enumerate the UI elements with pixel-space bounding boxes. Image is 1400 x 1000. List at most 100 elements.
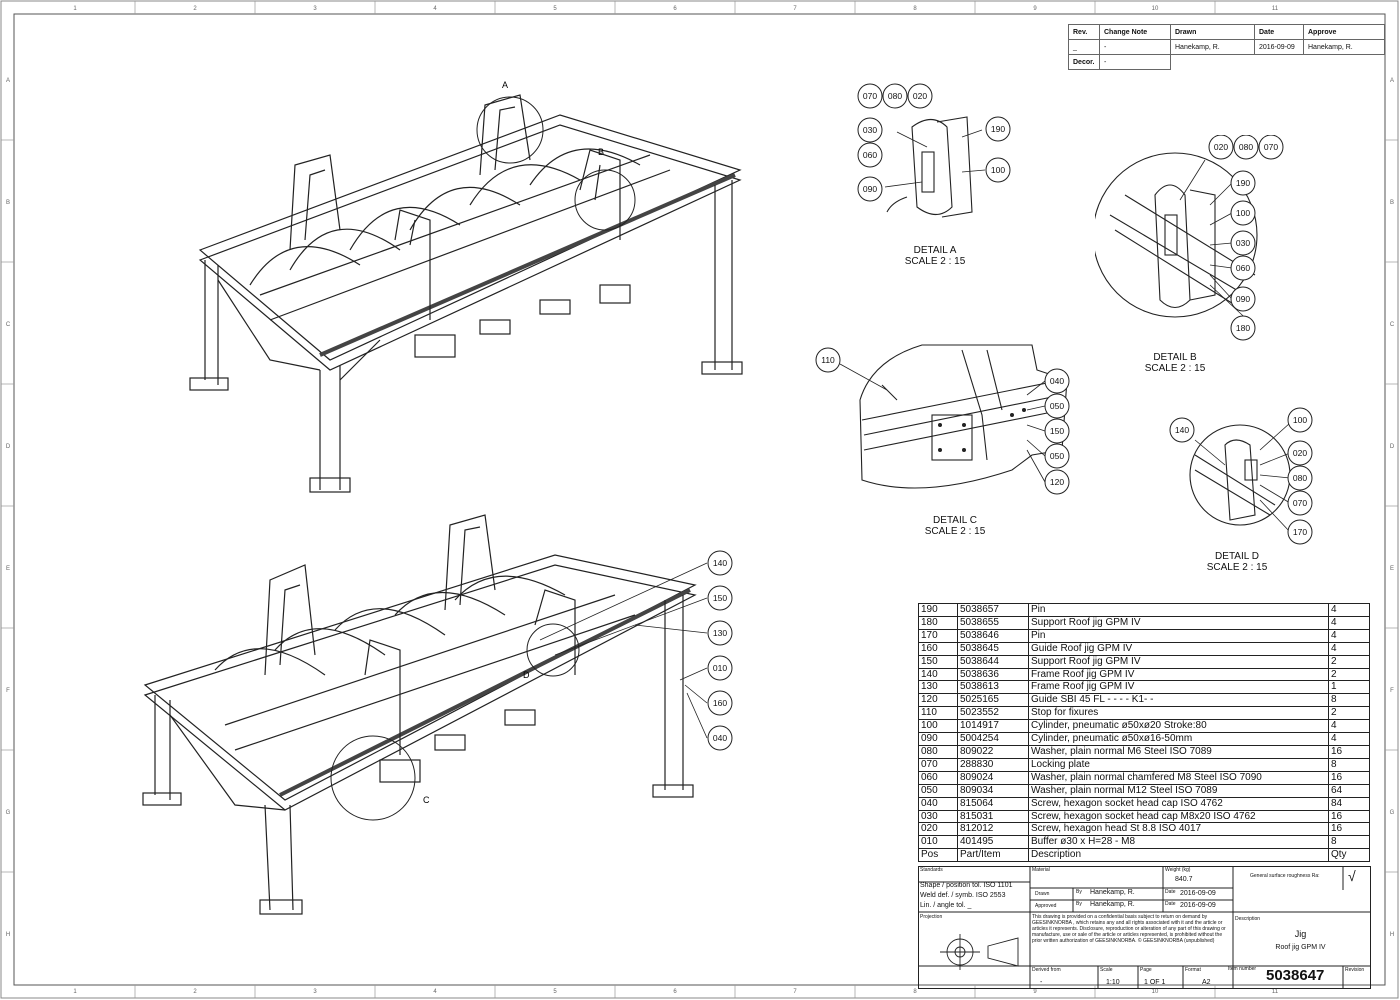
bom-cell: 1 bbox=[1328, 680, 1370, 695]
by-label: By bbox=[1076, 901, 1082, 907]
scale-value: 1:10 bbox=[1106, 979, 1120, 986]
col-label: 11 bbox=[1272, 6, 1279, 12]
decor-value: - bbox=[1099, 54, 1171, 70]
bom-cell: 64 bbox=[1328, 783, 1370, 798]
bom-cell: 809024 bbox=[957, 770, 1029, 785]
bom-cell: 8 bbox=[1328, 693, 1370, 708]
bom-cell: 16 bbox=[1328, 822, 1370, 837]
bom-cell: 815064 bbox=[957, 796, 1029, 811]
bom-cell: Washer, plain normal M6 Steel ISO 7089 bbox=[1028, 744, 1329, 759]
page-label: Page bbox=[1140, 967, 1152, 973]
item-number: 5038647 bbox=[1266, 967, 1325, 984]
col-label: 9 bbox=[1033, 6, 1037, 12]
bom-cell: Frame Roof jig GPM IV bbox=[1028, 667, 1329, 682]
row-label: C bbox=[6, 322, 11, 328]
detail-c-view: 110 040 050 150 050 120 bbox=[815, 344, 1070, 495]
weld-definition: Weld def. / symb. ISO 2553 bbox=[920, 892, 1006, 899]
bom-cell: 110 bbox=[918, 706, 958, 721]
bom-cell: 050 bbox=[918, 783, 958, 798]
detail-c-title: DETAIL C bbox=[933, 515, 977, 526]
bom-cell: Guide Roof jig GPM IV bbox=[1028, 641, 1329, 656]
detail-a-label: DETAIL A SCALE 2 : 15 bbox=[880, 245, 990, 267]
detail-d-view: 140 100 020 080 070 170 bbox=[1169, 407, 1313, 545]
bom-cell: Screw, hexagon socket head cap ISO 4762 bbox=[1028, 796, 1329, 811]
balloon: 010 bbox=[713, 663, 727, 673]
bom-cell: 4 bbox=[1328, 628, 1370, 643]
bom-cell: 16 bbox=[1328, 770, 1370, 785]
scale-label: Scale bbox=[1100, 967, 1113, 973]
col-label: 1 bbox=[73, 6, 77, 12]
row-label: E bbox=[6, 566, 10, 572]
col-label: 8 bbox=[913, 6, 917, 12]
bom-cell: 8 bbox=[1328, 757, 1370, 772]
row-label: E bbox=[1390, 566, 1394, 572]
derived-label: Derived from bbox=[1032, 967, 1061, 973]
rev-header: Date bbox=[1254, 24, 1304, 40]
balloon: 060 bbox=[1236, 263, 1250, 273]
bom-cell: 5023552 bbox=[957, 706, 1029, 721]
balloon: 020 bbox=[1214, 142, 1228, 152]
col-label: 10 bbox=[1152, 6, 1159, 12]
isometric-view-bottom: C D bbox=[142, 514, 708, 915]
balloon: 150 bbox=[713, 593, 727, 603]
bom-cell: 5004254 bbox=[957, 732, 1029, 746]
bom-cell: 4 bbox=[1328, 615, 1370, 630]
balloon: 070 bbox=[1264, 142, 1278, 152]
row-label: G bbox=[1390, 810, 1395, 816]
bom-cell: 4 bbox=[1328, 641, 1370, 656]
revision-label: Revision bbox=[1345, 967, 1365, 973]
balloon: 070 bbox=[863, 91, 877, 101]
detail-c-scale: SCALE 2 : 15 bbox=[924, 526, 986, 537]
balloon: 190 bbox=[991, 124, 1005, 134]
detail-a-view: 070 080 020 030 060 090 190 100 bbox=[857, 83, 1011, 218]
bom-cell: 809034 bbox=[957, 783, 1029, 798]
balloon: 180 bbox=[1236, 323, 1250, 333]
weight-value: 840.7 bbox=[1175, 876, 1193, 883]
rev-cell: - bbox=[1099, 39, 1171, 55]
col-label: 6 bbox=[673, 989, 677, 995]
balloon: 090 bbox=[1236, 294, 1250, 304]
col-label: 11 bbox=[1272, 989, 1279, 995]
balloon: 170 bbox=[1293, 527, 1307, 537]
detail-d-label: DETAIL D SCALE 2 : 15 bbox=[1182, 551, 1292, 573]
bom-cell: Stop for fixures bbox=[1028, 706, 1329, 721]
detail-b-circle bbox=[574, 169, 636, 231]
balloon: 020 bbox=[913, 91, 927, 101]
row-label: B bbox=[1390, 200, 1394, 206]
row-label: A bbox=[6, 78, 10, 84]
col-label: 3 bbox=[313, 6, 317, 12]
bom-header-cell: Pos bbox=[918, 848, 958, 863]
isometric-view-top: A B bbox=[189, 80, 743, 493]
decor-label: Decor. bbox=[1068, 54, 1100, 70]
bom-cell: 16 bbox=[1328, 744, 1370, 759]
bom-cell: 16 bbox=[1328, 809, 1370, 824]
bom-cell: 288830 bbox=[957, 757, 1029, 772]
bom-cell: 160 bbox=[918, 641, 958, 656]
col-label: 10 bbox=[1152, 989, 1159, 995]
col-label: 4 bbox=[433, 6, 437, 12]
bom-cell: 5038645 bbox=[957, 641, 1029, 656]
row-label: H bbox=[1390, 932, 1394, 938]
bom-cell: 2 bbox=[1328, 667, 1370, 682]
bom-cell: 5038644 bbox=[957, 654, 1029, 669]
balloon: 120 bbox=[1050, 477, 1064, 487]
bom-header-cell: Qty bbox=[1328, 848, 1370, 863]
balloon: 130 bbox=[713, 628, 727, 638]
balloon: 150 bbox=[1050, 426, 1064, 436]
title-block-lines bbox=[918, 866, 1371, 989]
bom-cell: 815031 bbox=[957, 809, 1029, 824]
detail-d-circle bbox=[526, 623, 580, 677]
bom-cell: 040 bbox=[918, 796, 958, 811]
format-value: A2 bbox=[1202, 979, 1211, 986]
